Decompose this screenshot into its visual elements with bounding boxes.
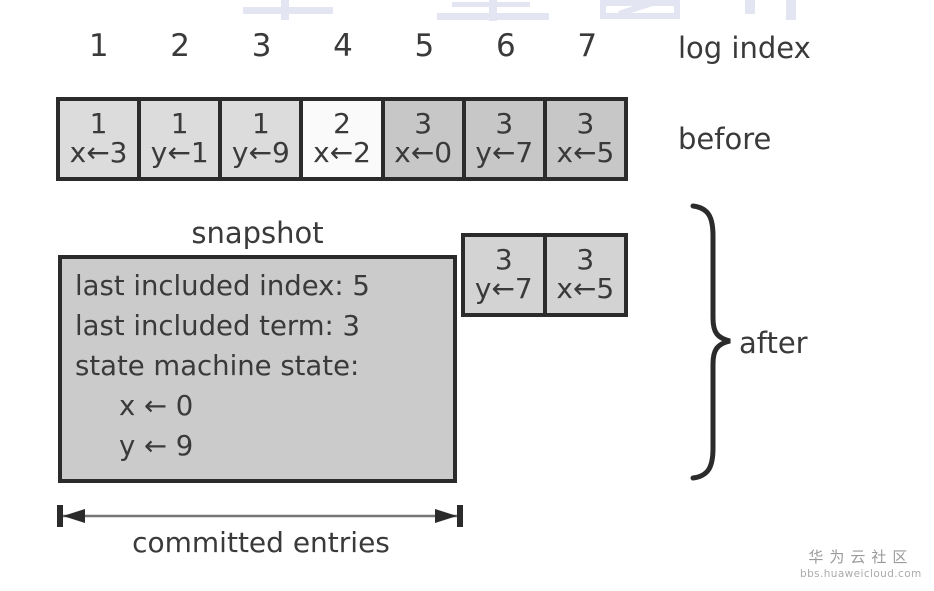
site-watermark: 华为云社区 bbs.huaweicloud.com bbox=[800, 546, 922, 580]
entry-command: y←1 bbox=[150, 136, 209, 169]
before-label: before bbox=[678, 122, 772, 156]
snapshot-state-line: x ← 0 bbox=[119, 390, 194, 422]
entry-command: x←5 bbox=[556, 136, 615, 169]
watermark-glyph-fragment bbox=[745, 0, 755, 14]
log-index-number: 3 bbox=[251, 28, 272, 64]
log-index-number: 7 bbox=[577, 28, 598, 64]
committed-entries-label: committed entries bbox=[132, 526, 390, 559]
site-watermark-url: bbs.huaweicloud.com bbox=[800, 568, 922, 580]
snapshot-line: last included index: 5 bbox=[75, 270, 370, 302]
log-index-number: 6 bbox=[495, 28, 516, 64]
snapshot-state-line: y ← 9 bbox=[119, 430, 194, 462]
entry-term: 3 bbox=[576, 107, 595, 141]
watermark-glyph-fragment bbox=[786, 0, 796, 20]
log-index-number: 5 bbox=[414, 28, 435, 64]
entry-term: 2 bbox=[333, 107, 351, 141]
entry-term: 3 bbox=[576, 243, 595, 277]
snapshot-line: last included term: 3 bbox=[75, 310, 360, 342]
after-brace bbox=[690, 203, 731, 481]
log-index-row: 1 2 3 4 5 6 7 bbox=[58, 28, 628, 64]
entry-term: 1 bbox=[170, 107, 189, 141]
entry-command: x←0 bbox=[394, 136, 453, 169]
entry-term: 3 bbox=[414, 107, 433, 141]
snapshot-line: state machine state: bbox=[75, 350, 360, 382]
entry-term: 1 bbox=[251, 107, 270, 141]
entry-command: y←9 bbox=[231, 136, 290, 169]
entry-command: x←5 bbox=[556, 272, 615, 305]
log-index-label: log index bbox=[678, 31, 811, 65]
snapshot-box: last included index: 5 last included term… bbox=[58, 255, 457, 483]
log-index-number: 2 bbox=[170, 28, 190, 64]
committed-entries-arrow bbox=[57, 505, 463, 527]
after-label: after bbox=[739, 326, 808, 360]
entry-term: 3 bbox=[495, 107, 514, 141]
site-watermark-title: 华为云社区 bbox=[808, 548, 914, 566]
entry-term: 1 bbox=[89, 107, 108, 141]
entry-command: x←2 bbox=[313, 136, 371, 169]
entry-command: x←3 bbox=[69, 136, 128, 169]
entry-command: y←7 bbox=[475, 136, 534, 169]
watermark-glyph-fragment bbox=[281, 0, 289, 20]
entry-command: y←7 bbox=[474, 272, 533, 305]
log-index-number: 4 bbox=[333, 28, 353, 64]
log-index-number: 1 bbox=[88, 28, 109, 64]
snapshot-label: snapshot bbox=[191, 216, 324, 250]
watermark-glyph-fragment bbox=[489, 0, 497, 21]
entry-term: 3 bbox=[494, 243, 513, 277]
